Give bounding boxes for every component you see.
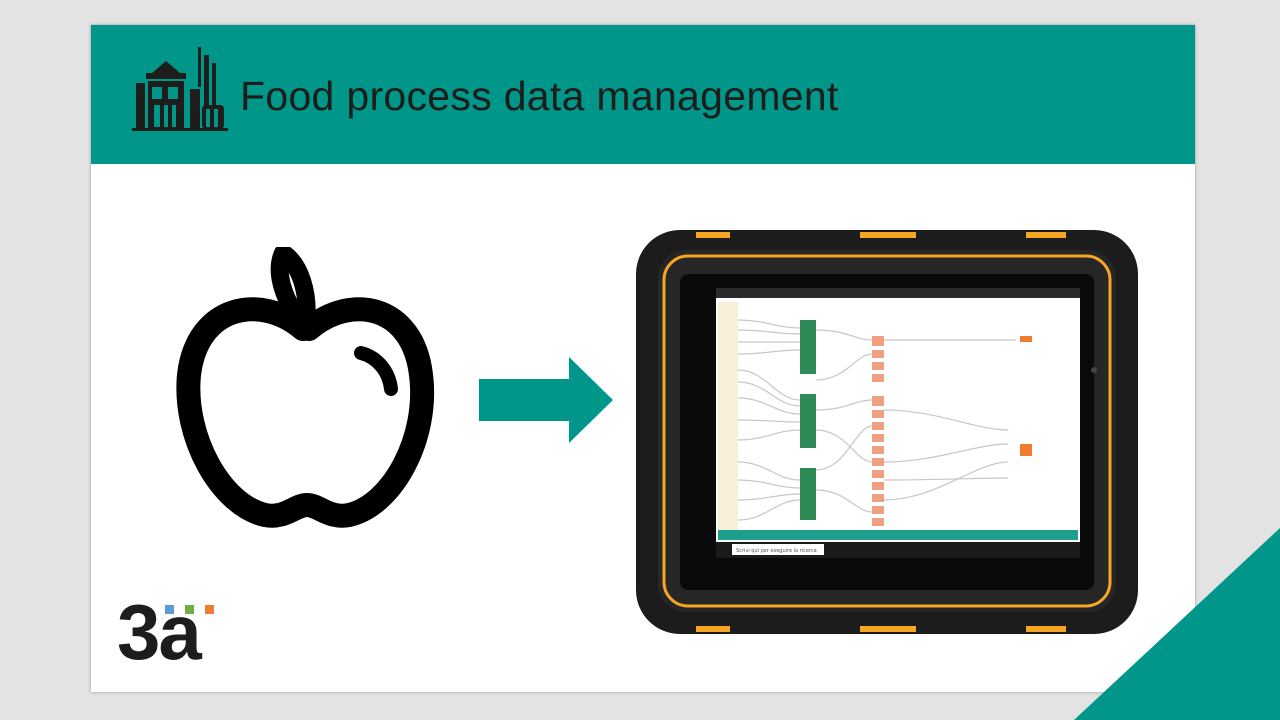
logo-dot-orange [205,605,214,614]
logo-dot-blue [165,605,174,614]
logo-dot-green [185,605,194,614]
taskbar-search-input: Scrivi qui per eseguire la ricerca [736,548,817,554]
slide-title: Food process data management [240,73,839,119]
apple-icon [176,247,435,528]
rugged-tablet: Scrivi qui per eseguire la ricerca [636,230,1138,634]
arrow-right-icon [479,357,613,443]
slide: Food process data management [91,25,1195,692]
corner-accent-triangle [1074,528,1280,720]
tablet-screen: Scrivi qui per eseguire la ricerca [716,288,1080,558]
slide-header: Food process data management [91,25,1195,164]
company-logo: 3a [117,593,221,675]
factory-icon [132,47,228,131]
